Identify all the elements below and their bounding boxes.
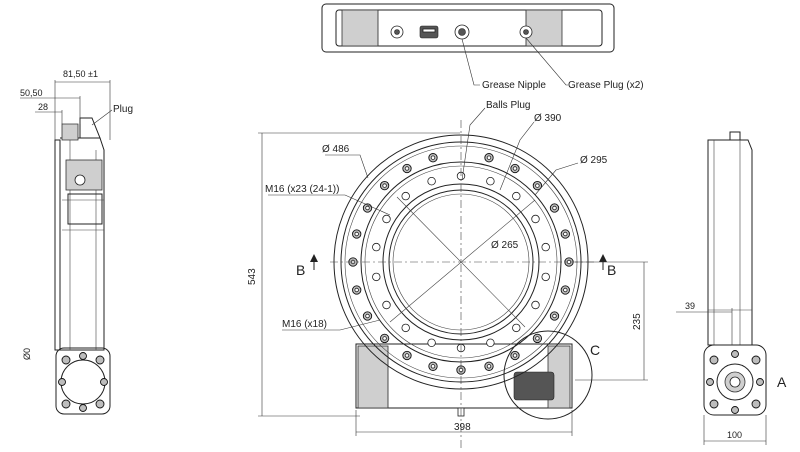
dim-39: 39 xyxy=(685,301,695,311)
inner-bolt-hole xyxy=(372,242,381,252)
inner-bolt-hole xyxy=(382,214,391,224)
m16-x23-label: M16 (x23 (24-1)) xyxy=(265,184,339,195)
inner-bolt-hole xyxy=(427,338,436,347)
balls-plug-label: Balls Plug xyxy=(486,100,530,111)
inner-bolt-hole xyxy=(531,300,540,310)
outer-bolt-bore xyxy=(512,166,518,171)
outer-bolt-bore xyxy=(404,166,410,171)
inner-bolt-hole xyxy=(486,176,495,186)
d295-label: Ø 295 xyxy=(580,155,608,166)
outer-bolt-bore xyxy=(430,155,436,160)
outer-bolt-bore xyxy=(365,205,370,211)
m16-x18-label: M16 (x18) xyxy=(282,319,327,330)
plug-label: Plug xyxy=(113,104,133,115)
outer-bolt-bore xyxy=(563,231,568,237)
outer-bolt-bore xyxy=(430,364,436,369)
outer-bolt-circle xyxy=(348,153,574,375)
left-side-view: 81,50 ±1 50,50 28 Plug Ø0 xyxy=(20,69,133,415)
dim-phi0: Ø0 xyxy=(22,348,32,360)
section-b-right: B xyxy=(607,262,616,278)
outer-bolt-bore xyxy=(552,313,557,319)
front-view: B B C 543 398 235 Balls Plug Ø 390 Ø 486… xyxy=(247,100,648,450)
detail-a: A xyxy=(777,374,787,390)
dim-28: 28 xyxy=(38,102,48,112)
grease-nipple-label: Grease Nipple xyxy=(482,80,546,91)
grease-plug-label: Grease Plug (x2) xyxy=(568,80,644,91)
outer-bolt-bore xyxy=(563,287,568,293)
right-side-view: 39 100 A xyxy=(676,131,787,445)
inner-bolt-hole xyxy=(512,191,521,201)
outer-bolt-bore xyxy=(486,364,492,369)
inner-bolt-hole xyxy=(541,272,550,282)
outer-bolt-bore xyxy=(382,183,387,188)
detail-c: C xyxy=(590,342,600,358)
inner-bolt-hole xyxy=(427,176,436,186)
outer-bolt-bore xyxy=(486,155,492,160)
outer-bolt-bore xyxy=(535,336,540,341)
dim-235: 235 xyxy=(632,313,643,330)
inner-bolt-hole xyxy=(512,323,521,333)
inner-bolt-hole xyxy=(372,272,381,282)
inner-bolt-hole xyxy=(401,323,410,333)
outer-bolt-bore xyxy=(404,353,410,358)
inner-bolt-hole xyxy=(531,214,540,224)
outer-bolt-bore xyxy=(354,287,359,293)
outer-bolt-bore xyxy=(535,183,540,188)
dim-81-50: 81,50 ±1 xyxy=(63,69,98,79)
inner-bolt-hole xyxy=(382,300,391,310)
outer-bolt-bore xyxy=(365,313,370,319)
section-b-left: B xyxy=(296,262,305,278)
dim-50-50: 50,50 xyxy=(20,88,43,98)
inner-bolt-circle xyxy=(372,171,550,353)
dim-543: 543 xyxy=(247,268,258,285)
top-view: Grease Nipple Grease Plug (x2) xyxy=(321,3,644,91)
outer-bolt-bore xyxy=(354,231,359,237)
inner-bolt-hole xyxy=(486,338,495,347)
d390-label: Ø 390 xyxy=(534,113,562,124)
d486-label: Ø 486 xyxy=(322,144,350,155)
dim-398: 398 xyxy=(454,422,471,433)
outer-bolt-bore xyxy=(552,205,557,211)
outer-bolt-bore xyxy=(382,336,387,341)
outer-bolt-bore xyxy=(512,353,518,358)
d265-label: Ø 265 xyxy=(491,240,519,251)
inner-bolt-hole xyxy=(401,191,410,201)
inner-bolt-hole xyxy=(541,242,550,252)
dim-100: 100 xyxy=(727,430,742,440)
